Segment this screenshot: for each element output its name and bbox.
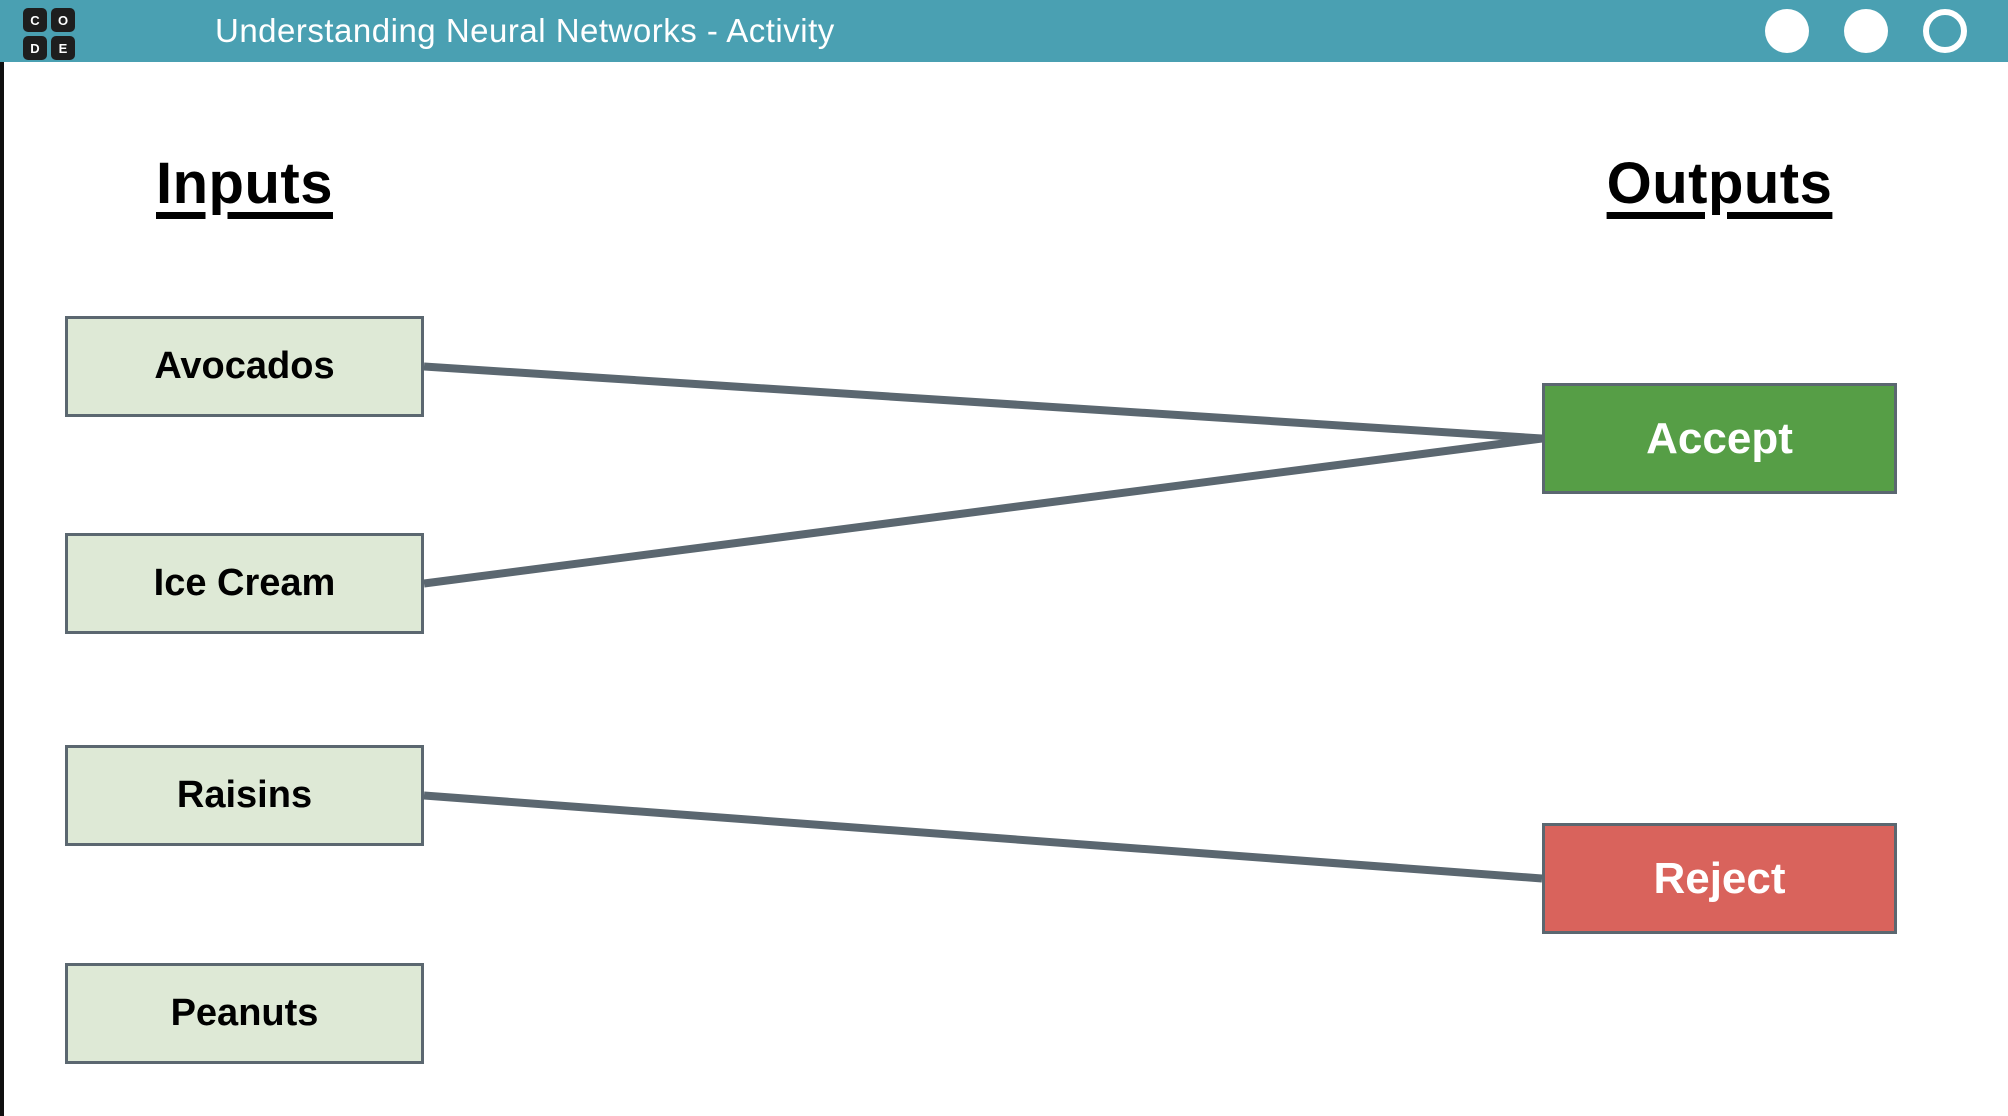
left-edge-line xyxy=(0,62,4,1116)
logo-letter-d: D xyxy=(23,36,47,60)
input-node-3[interactable]: Peanuts xyxy=(65,963,424,1064)
connection-line-1 xyxy=(423,434,1543,588)
progress-dot-1[interactable] xyxy=(1844,9,1888,53)
outputs-heading: Outputs xyxy=(1606,151,1833,216)
connection-line-0 xyxy=(423,362,1543,443)
progress-dot-2[interactable] xyxy=(1923,9,1967,53)
connection-line-2 xyxy=(423,791,1543,883)
progress-dot-0[interactable] xyxy=(1765,9,1809,53)
output-node-0[interactable]: Accept xyxy=(1542,383,1897,494)
logo-letter-c: C xyxy=(23,8,47,32)
page-title: Understanding Neural Networks - Activity xyxy=(215,12,835,49)
header-bar: C O D E Understanding Neural Networks - … xyxy=(0,0,2008,62)
output-node-1[interactable]: Reject xyxy=(1542,823,1897,934)
input-node-2[interactable]: Raisins xyxy=(65,745,424,846)
code-org-logo[interactable]: C O D E xyxy=(23,8,75,60)
input-node-0[interactable]: Avocados xyxy=(65,316,424,417)
logo-letter-e: E xyxy=(51,36,75,60)
progress-dots xyxy=(1765,0,1967,62)
inputs-heading: Inputs xyxy=(156,151,333,216)
logo-letter-o: O xyxy=(51,8,75,32)
input-node-1[interactable]: Ice Cream xyxy=(65,533,424,634)
